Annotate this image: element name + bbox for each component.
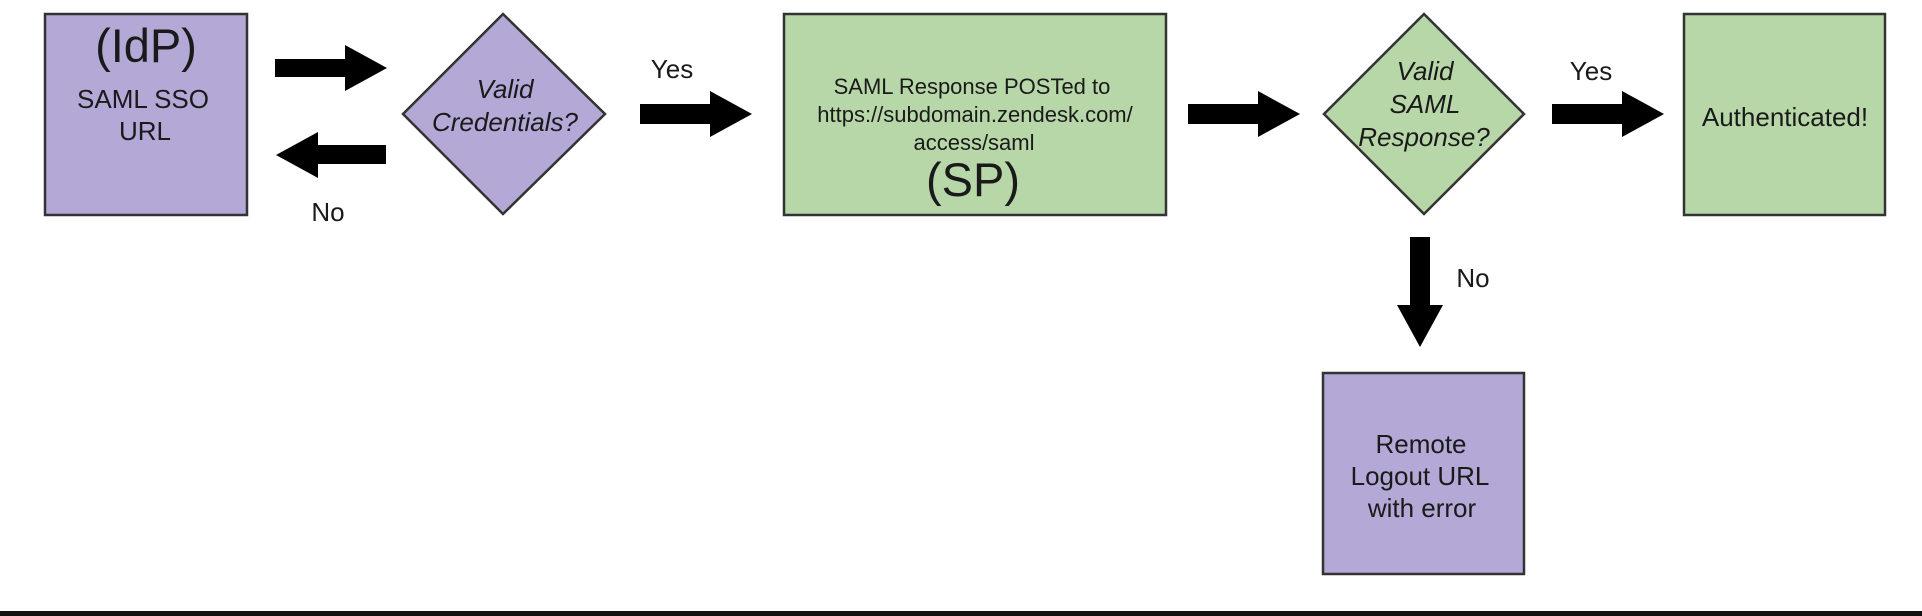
sp-label-line3: access/saml bbox=[913, 130, 1034, 155]
remote-logout-box bbox=[1321, 371, 1526, 576]
authenticated-label: Authenticated! bbox=[1702, 102, 1868, 132]
idp-node: (IdP) SAML SSO URL bbox=[43, 12, 249, 217]
remote-logout-line1: Remote bbox=[1375, 429, 1466, 459]
sp-box bbox=[782, 12, 1168, 217]
remote-logout-line2: Logout URL bbox=[1351, 461, 1490, 491]
valid-saml-line2: SAML bbox=[1390, 89, 1461, 119]
arrow-saml-to-remote-logout bbox=[1397, 237, 1443, 347]
arrow-saml-to-authenticated bbox=[1552, 91, 1664, 137]
arrow-sp-to-saml-check bbox=[1188, 91, 1300, 137]
remote-logout-line3: with error bbox=[1367, 493, 1477, 523]
valid-saml-line1: Valid bbox=[1397, 56, 1455, 86]
arrow-credentials-to-idp bbox=[276, 132, 386, 178]
idp-label-line2: URL bbox=[119, 116, 171, 146]
remote-logout-node: Remote Logout URL with error bbox=[1321, 371, 1526, 576]
idp-label-line1: SAML SSO bbox=[77, 84, 209, 114]
arrow-idp-to-credentials bbox=[275, 45, 387, 91]
edge-label-saml-no: No bbox=[1456, 263, 1489, 293]
valid-saml-response-diamond bbox=[1322, 12, 1526, 216]
valid-saml-response-node: Valid SAML Response? bbox=[1322, 12, 1526, 216]
valid-credentials-line2: Credentials? bbox=[432, 107, 579, 137]
valid-credentials-node: Valid Credentials? bbox=[401, 12, 607, 216]
sp-label-line1: SAML Response POSTed to bbox=[834, 74, 1111, 99]
idp-box bbox=[43, 12, 249, 217]
edge-label-credentials-yes: Yes bbox=[651, 54, 693, 84]
sp-heading: (SP) bbox=[926, 153, 1020, 206]
edge-label-saml-yes: Yes bbox=[1570, 56, 1612, 86]
sp-node: SAML Response POSTed to https://subdomai… bbox=[782, 12, 1168, 217]
sp-label-line2: https://subdomain.zendesk.com/ bbox=[817, 102, 1133, 127]
valid-credentials-diamond bbox=[401, 12, 607, 216]
valid-credentials-line1: Valid bbox=[477, 74, 535, 104]
valid-saml-line3: Response? bbox=[1358, 122, 1490, 152]
bottom-rule bbox=[0, 611, 1922, 616]
arrow-credentials-to-sp bbox=[640, 91, 752, 137]
edge-label-credentials-no: No bbox=[311, 197, 344, 227]
authenticated-node: Authenticated! bbox=[1682, 12, 1887, 217]
idp-heading: (IdP) bbox=[95, 19, 197, 72]
authenticated-box bbox=[1682, 12, 1887, 217]
